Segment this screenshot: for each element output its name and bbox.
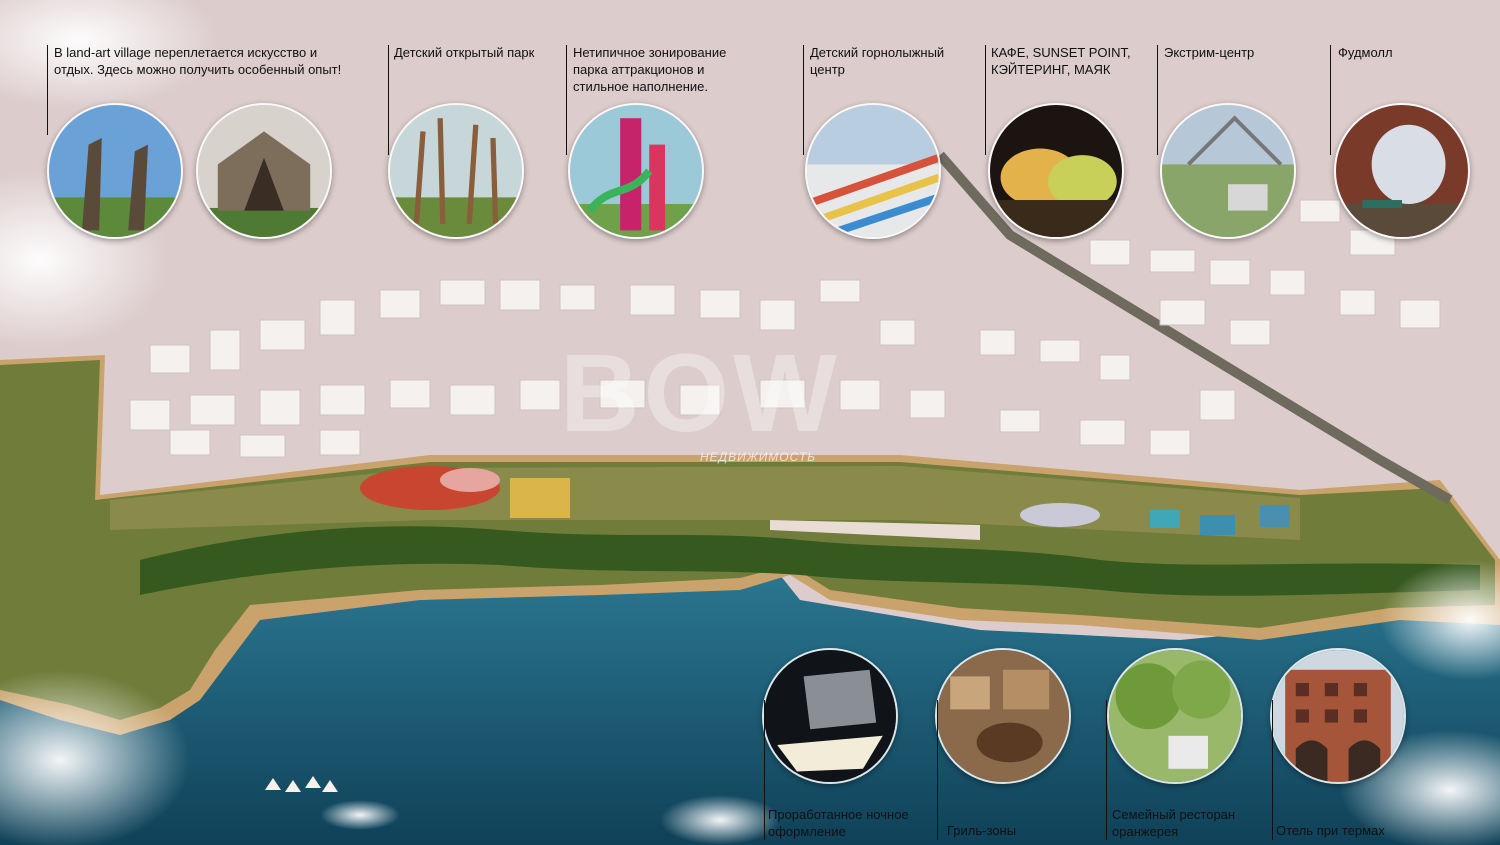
label-cafe: КАФЕ, SUNSET POINT, КЭЙТЕРИНГ, МАЯК xyxy=(991,45,1131,77)
leader-line xyxy=(1106,700,1107,840)
label-hotel: Отель при термах xyxy=(1276,823,1385,838)
label-extreme: Экстрим-центр xyxy=(1164,45,1255,60)
photo-night-design xyxy=(762,648,898,784)
leader-line xyxy=(764,700,765,840)
photo-grill-zone xyxy=(935,648,1071,784)
boats xyxy=(265,776,338,792)
label-kids-park: Детский открытый парк xyxy=(394,45,535,60)
road xyxy=(936,151,1453,505)
label-ski: Детский горнолыжный центр xyxy=(810,45,945,77)
photo-kids-park xyxy=(388,103,524,239)
photo-cafe-domes xyxy=(988,103,1124,239)
leader-line xyxy=(47,45,48,135)
pool-1 xyxy=(1150,510,1180,528)
photo-restaurant-greenhouse xyxy=(1107,648,1243,784)
label-restaurant: Семейный ресторан оранжерея xyxy=(1112,807,1236,839)
photo-wooden-house xyxy=(196,103,332,239)
watermark-subtext: НЕДВИЖИМОСТЬ xyxy=(700,450,817,464)
photo-hotel-terms xyxy=(1270,648,1406,784)
photo-ski-center xyxy=(805,103,941,239)
label-night: Проработанное ночное оформление xyxy=(768,807,909,839)
label-landart: В land-art village переплетается искусст… xyxy=(54,45,342,77)
leader-line xyxy=(937,700,938,840)
leader-line xyxy=(566,45,567,155)
lake xyxy=(0,575,1500,845)
label-zoning: Нетипичное зонирование парка аттракционо… xyxy=(573,45,727,94)
watermark-text: BOW xyxy=(560,332,841,455)
extreme-zone xyxy=(1020,503,1100,527)
photo-foodmall xyxy=(1334,103,1470,239)
leader-line xyxy=(1272,700,1273,840)
pool-3 xyxy=(1260,505,1290,527)
leader-line xyxy=(388,45,389,155)
tree-belt xyxy=(140,526,1480,596)
photo-landart-sculptures xyxy=(47,103,183,239)
pool-2 xyxy=(1200,515,1235,535)
label-grill: Гриль-зоны xyxy=(947,823,1017,838)
photo-extreme-center xyxy=(1160,103,1296,239)
leader-line xyxy=(1157,45,1158,155)
label-foodmall: Фудмолл xyxy=(1338,45,1393,60)
city-blocks xyxy=(129,199,1441,458)
ski-slope xyxy=(770,520,980,540)
ski-center-roof xyxy=(510,478,570,518)
leader-line xyxy=(985,45,986,155)
photo-attraction-tower xyxy=(568,103,704,239)
leader-line xyxy=(1330,45,1331,155)
leader-line xyxy=(803,45,804,155)
kids-park-detail xyxy=(440,468,500,492)
